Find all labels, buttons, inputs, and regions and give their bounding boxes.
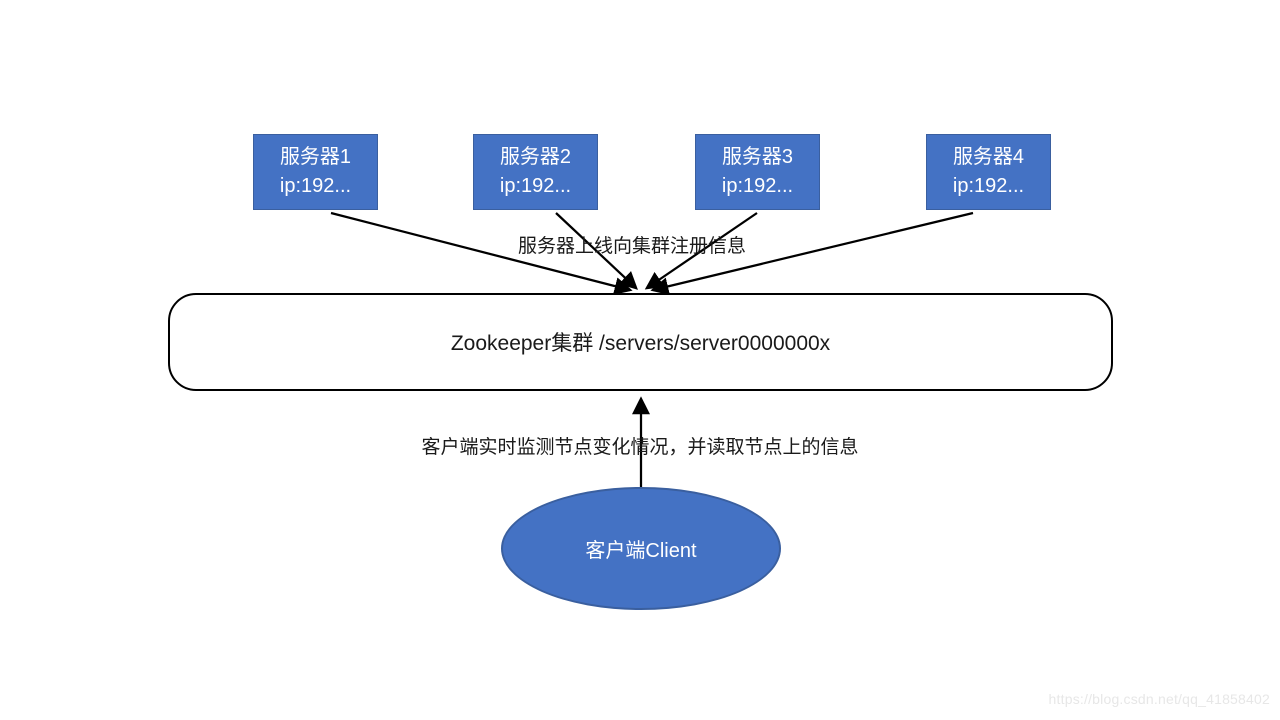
server-ip: ip:192... <box>499 175 572 197</box>
server-node-1: 服务器1 ip:192... <box>253 134 378 210</box>
server-node-4: 服务器4 ip:192... <box>926 134 1051 210</box>
watermark: https://blog.csdn.net/qq_41858402 <box>1048 691 1270 707</box>
server-name: 服务器4 <box>952 146 1025 168</box>
server-name: 服务器3 <box>721 146 794 168</box>
arrow-server1-to-cluster <box>330 211 633 295</box>
zookeeper-cluster-node: Zookeeper集群 /servers/server0000000x <box>168 293 1113 391</box>
server-ip: ip:192... <box>279 175 352 197</box>
client-node: 客户端Client <box>501 487 781 610</box>
server-name: 服务器1 <box>279 146 352 168</box>
client-watch-annotation: 客户端实时监测节点变化情况，并读取节点上的信息 <box>421 437 859 458</box>
server-name: 服务器2 <box>499 146 572 168</box>
server-node-2: 服务器2 ip:192... <box>473 134 598 210</box>
client-label: 客户端Client <box>585 540 697 562</box>
arrow-server3-to-cluster <box>644 212 758 290</box>
server-ip: ip:192... <box>721 175 794 197</box>
arrow-server4-to-cluster <box>650 211 974 296</box>
zookeeper-cluster-label: Zookeeper集群 /servers/server0000000x <box>450 332 831 355</box>
server-ip: ip:192... <box>952 175 1025 197</box>
server-node-3: 服务器3 ip:192... <box>695 134 820 210</box>
register-annotation: 服务器上线向集群注册信息 <box>517 236 746 257</box>
arrow-server2-to-cluster <box>555 212 638 290</box>
